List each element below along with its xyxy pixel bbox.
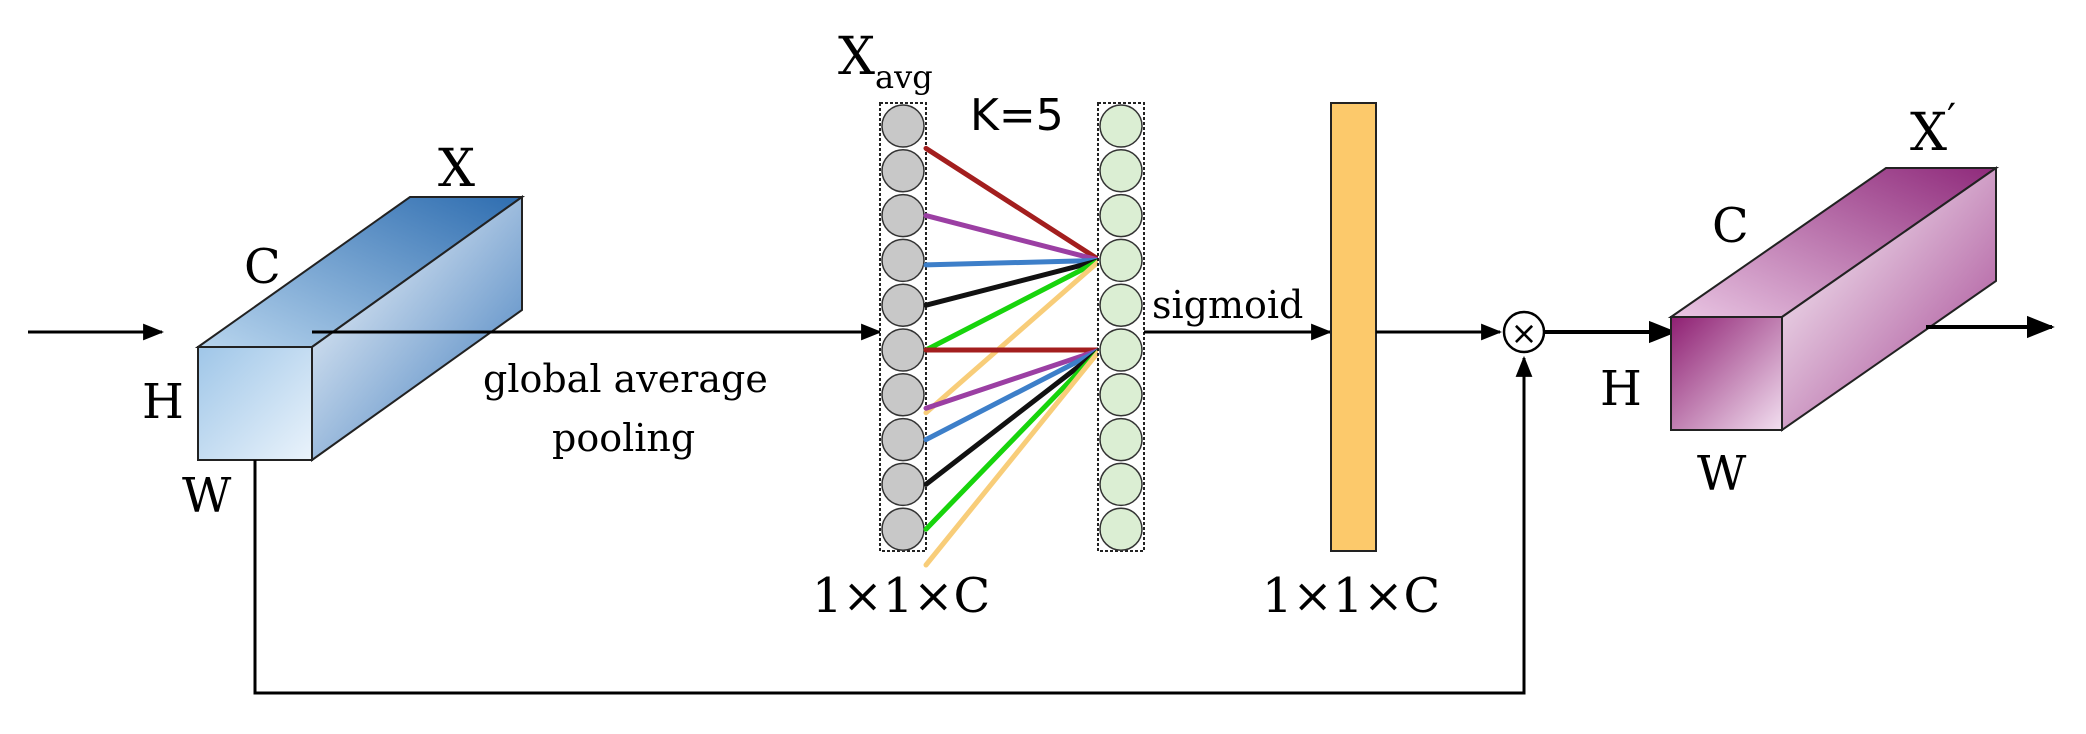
- kernel-connection-3: [923, 257, 1103, 268]
- kernel-connection-4: [923, 257, 1103, 308]
- weights-shape-label: 1×1×C: [1262, 568, 1440, 624]
- avg-cell-4: [881, 238, 925, 283]
- conv-cell-2: [1099, 149, 1143, 193]
- conv-cell-1: [1099, 104, 1143, 148]
- skip-connection: [253, 355, 1533, 695]
- input-tensor-front-face: [197, 346, 313, 461]
- kernel-connection-2: [923, 213, 1103, 263]
- output-tensor-label-prime: ′: [1947, 96, 1956, 142]
- channel-weights-bar: [1330, 102, 1377, 552]
- kernel-connection-9: [923, 347, 1103, 443]
- kernel-connection-12: [923, 347, 1103, 568]
- kernel-connection-6: [923, 257, 1103, 416]
- kernel-connection-10: [923, 347, 1103, 487]
- input-tensor: [194, 195, 526, 462]
- kernel-connection-8: [923, 347, 1103, 411]
- sigmoid-label: sigmoid: [1152, 283, 1303, 327]
- output-tensor-front-face: [1670, 316, 1783, 431]
- avg-cell-8: [881, 417, 925, 462]
- avg-cell-3: [881, 193, 925, 238]
- avg-vector-cells: [881, 104, 925, 551]
- pooling-label-line2: pooling: [552, 416, 695, 460]
- kernel-connection-5: [923, 257, 1103, 353]
- conv-cell-8: [1099, 417, 1143, 462]
- kernel-connection-1: [923, 145, 1103, 263]
- output-dim-c-label: C: [1712, 198, 1749, 254]
- avg-vector-label: Xavg: [838, 27, 933, 96]
- input-dim-c-label: C: [244, 239, 281, 295]
- conv-cell-7: [1099, 373, 1143, 417]
- kernel-connection-11: [923, 347, 1103, 532]
- kernel-size-label: K=5: [970, 90, 1064, 141]
- output-tensor: [1667, 166, 2000, 432]
- avg-cell-7: [881, 373, 925, 417]
- kernel-connections: [923, 145, 1103, 568]
- avg-cell-6: [881, 328, 925, 372]
- output-dim-w-label: W: [1697, 446, 1747, 502]
- avg-vector-label-subscript: avg: [875, 58, 933, 96]
- input-dim-w-label: W: [182, 468, 232, 524]
- conv-cell-9: [1099, 462, 1143, 507]
- avg-cell-9: [881, 462, 925, 507]
- avg-vector-shape-label: 1×1×C: [812, 568, 990, 624]
- output-tensor-label: X′: [1910, 96, 1956, 163]
- conv-output-cells: [1099, 104, 1143, 551]
- output-tensor-label-base: X: [1910, 103, 1947, 163]
- output-dim-h-label: H: [1600, 361, 1642, 417]
- conv-cell-4: [1099, 238, 1143, 283]
- avg-cell-1: [881, 104, 925, 148]
- avg-cell-2: [881, 149, 925, 193]
- conv-cell-6: [1099, 328, 1143, 372]
- avg-vector-label-base: X: [838, 27, 875, 87]
- pooling-label-line1: global average: [483, 357, 768, 401]
- input-dim-h-label: H: [142, 374, 184, 430]
- multiply-symbol: ×: [1511, 314, 1538, 352]
- avg-cell-5: [881, 283, 925, 327]
- input-tensor-label: X: [438, 139, 475, 199]
- avg-cell-10: [881, 507, 925, 551]
- conv-cell-5: [1099, 283, 1143, 327]
- conv-cell-10: [1099, 507, 1143, 551]
- conv-cell-3: [1099, 193, 1143, 238]
